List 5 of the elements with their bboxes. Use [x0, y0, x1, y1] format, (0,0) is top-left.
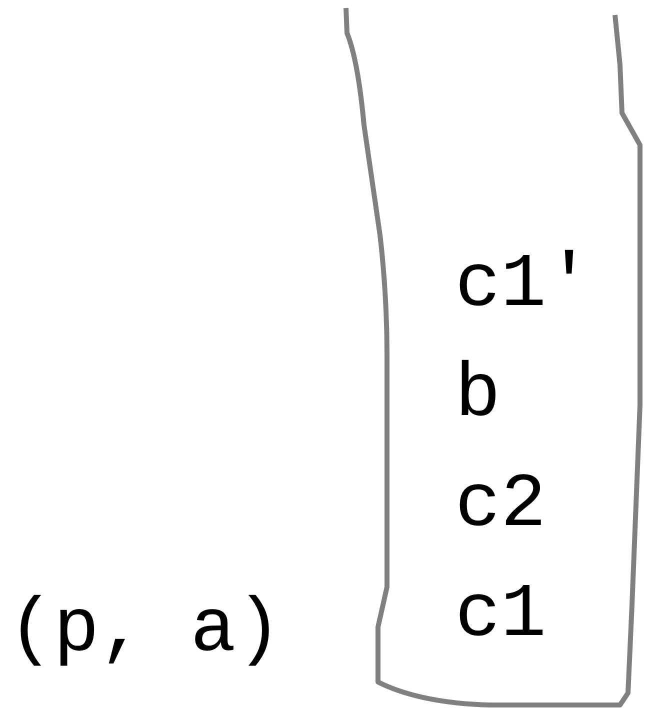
tuple-label: (p, a): [8, 590, 282, 670]
stack-item: b: [455, 355, 501, 435]
stack-item: c1': [455, 245, 592, 325]
stack-item: c1: [455, 575, 546, 655]
stack-item: c2: [455, 465, 546, 545]
